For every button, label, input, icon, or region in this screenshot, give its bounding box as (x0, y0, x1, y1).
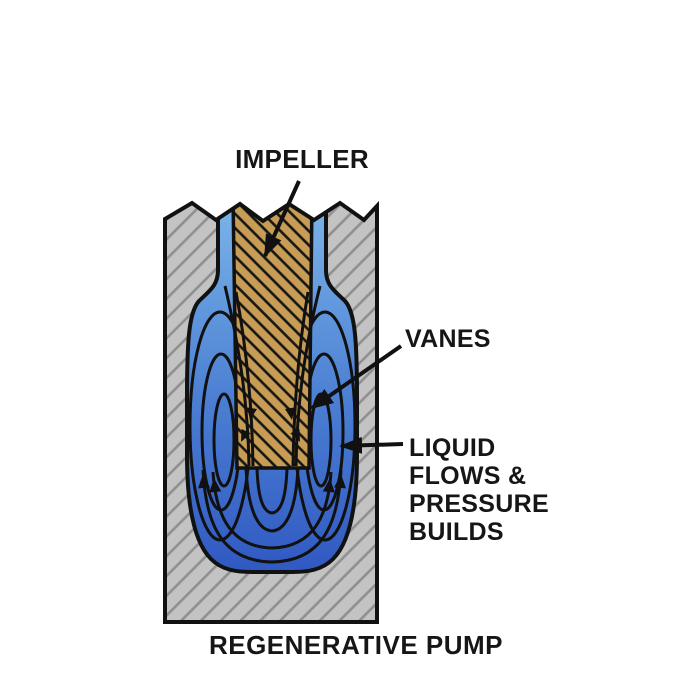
impeller-shaft (223, 203, 322, 470)
label-liquid-flows: LIQUID FLOWS & PRESSURE BUILDS (409, 434, 549, 546)
flow-up-arrows (197, 474, 347, 493)
flow-bottom-curves (201, 467, 343, 564)
vanes-arrow (310, 344, 403, 410)
caption-title: REGENERATIVE PUMP (208, 630, 504, 660)
label-liquid-line-1: LIQUID (409, 434, 496, 462)
label-impeller: IMPELLER (235, 144, 369, 174)
liquid-arrow (339, 436, 404, 454)
vane-flow-arrows (241, 407, 300, 442)
vane-lines (223, 285, 322, 467)
label-arrows (263, 180, 404, 454)
label-vanes: VANES (405, 325, 491, 353)
label-liquid-line-2: FLOWS & (409, 462, 527, 490)
impeller-arrow (263, 180, 301, 258)
label-liquid-line-4: BUILDS (409, 518, 504, 546)
label-liquid-line-3: PRESSURE (409, 490, 549, 518)
